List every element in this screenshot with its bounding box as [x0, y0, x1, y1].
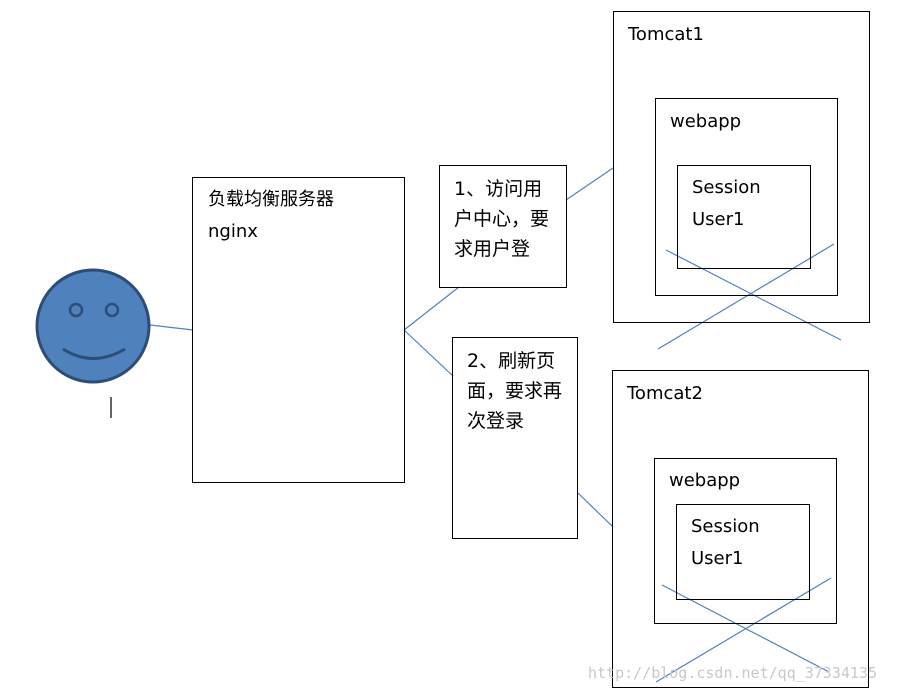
step1-note-box: 1、访问用 户中心，要 求用户登: [439, 165, 567, 288]
tomcat1-session-label: Session: [692, 177, 761, 198]
step1-to-tomcat1-connector: [565, 167, 614, 201]
tomcat2-session-label: Session: [691, 516, 760, 537]
tomcat2-name: Tomcat2: [627, 383, 703, 404]
tomcat1-server-box: Tomcat1 webapp Session User1: [613, 11, 870, 323]
tomcat1-name: Tomcat1: [628, 24, 704, 45]
tomcat2-session-user: User1: [691, 548, 744, 569]
load-balancer-title: 负载均衡服务器: [208, 189, 334, 210]
step1-note-text: 1、访问用 户中心，要 求用户登: [454, 178, 550, 260]
smiley-face-icon: [35, 268, 151, 418]
tomcat2-session-box: Session User1: [676, 504, 810, 600]
tomcat1-session-cross-line-b: [657, 243, 835, 350]
tomcat2-webapp-label: webapp: [669, 470, 741, 491]
load-balancer-box: 负载均衡服务器 nginx: [192, 177, 405, 483]
tomcat1-webapp-box: webapp Session User1: [655, 98, 838, 296]
tomcat1-session-box: Session User1: [677, 165, 811, 269]
tomcat1-webapp-label: webapp: [670, 111, 742, 132]
nginx-to-step2-connector: [403, 329, 454, 377]
tomcat1-session-user: User1: [692, 209, 745, 230]
load-balancer-subtitle: nginx: [208, 221, 258, 242]
watermark-text: http://blog.csdn.net/qq_37334135: [588, 664, 877, 682]
nginx-to-step1-connector: [403, 286, 460, 331]
user-to-nginx-connector: [149, 324, 194, 331]
tomcat2-webapp-box: webapp Session User1: [654, 458, 837, 624]
tomcat2-session-cross-line-b: [655, 577, 832, 683]
tomcat2-server-box: Tomcat2 webapp Session User1: [612, 370, 869, 688]
step2-note-box: 2、刷新页 面，要求再 次登录: [452, 337, 578, 539]
step2-to-tomcat2-connector: [577, 492, 614, 528]
step2-note-text: 2、刷新页 面，要求再 次登录: [467, 350, 563, 432]
